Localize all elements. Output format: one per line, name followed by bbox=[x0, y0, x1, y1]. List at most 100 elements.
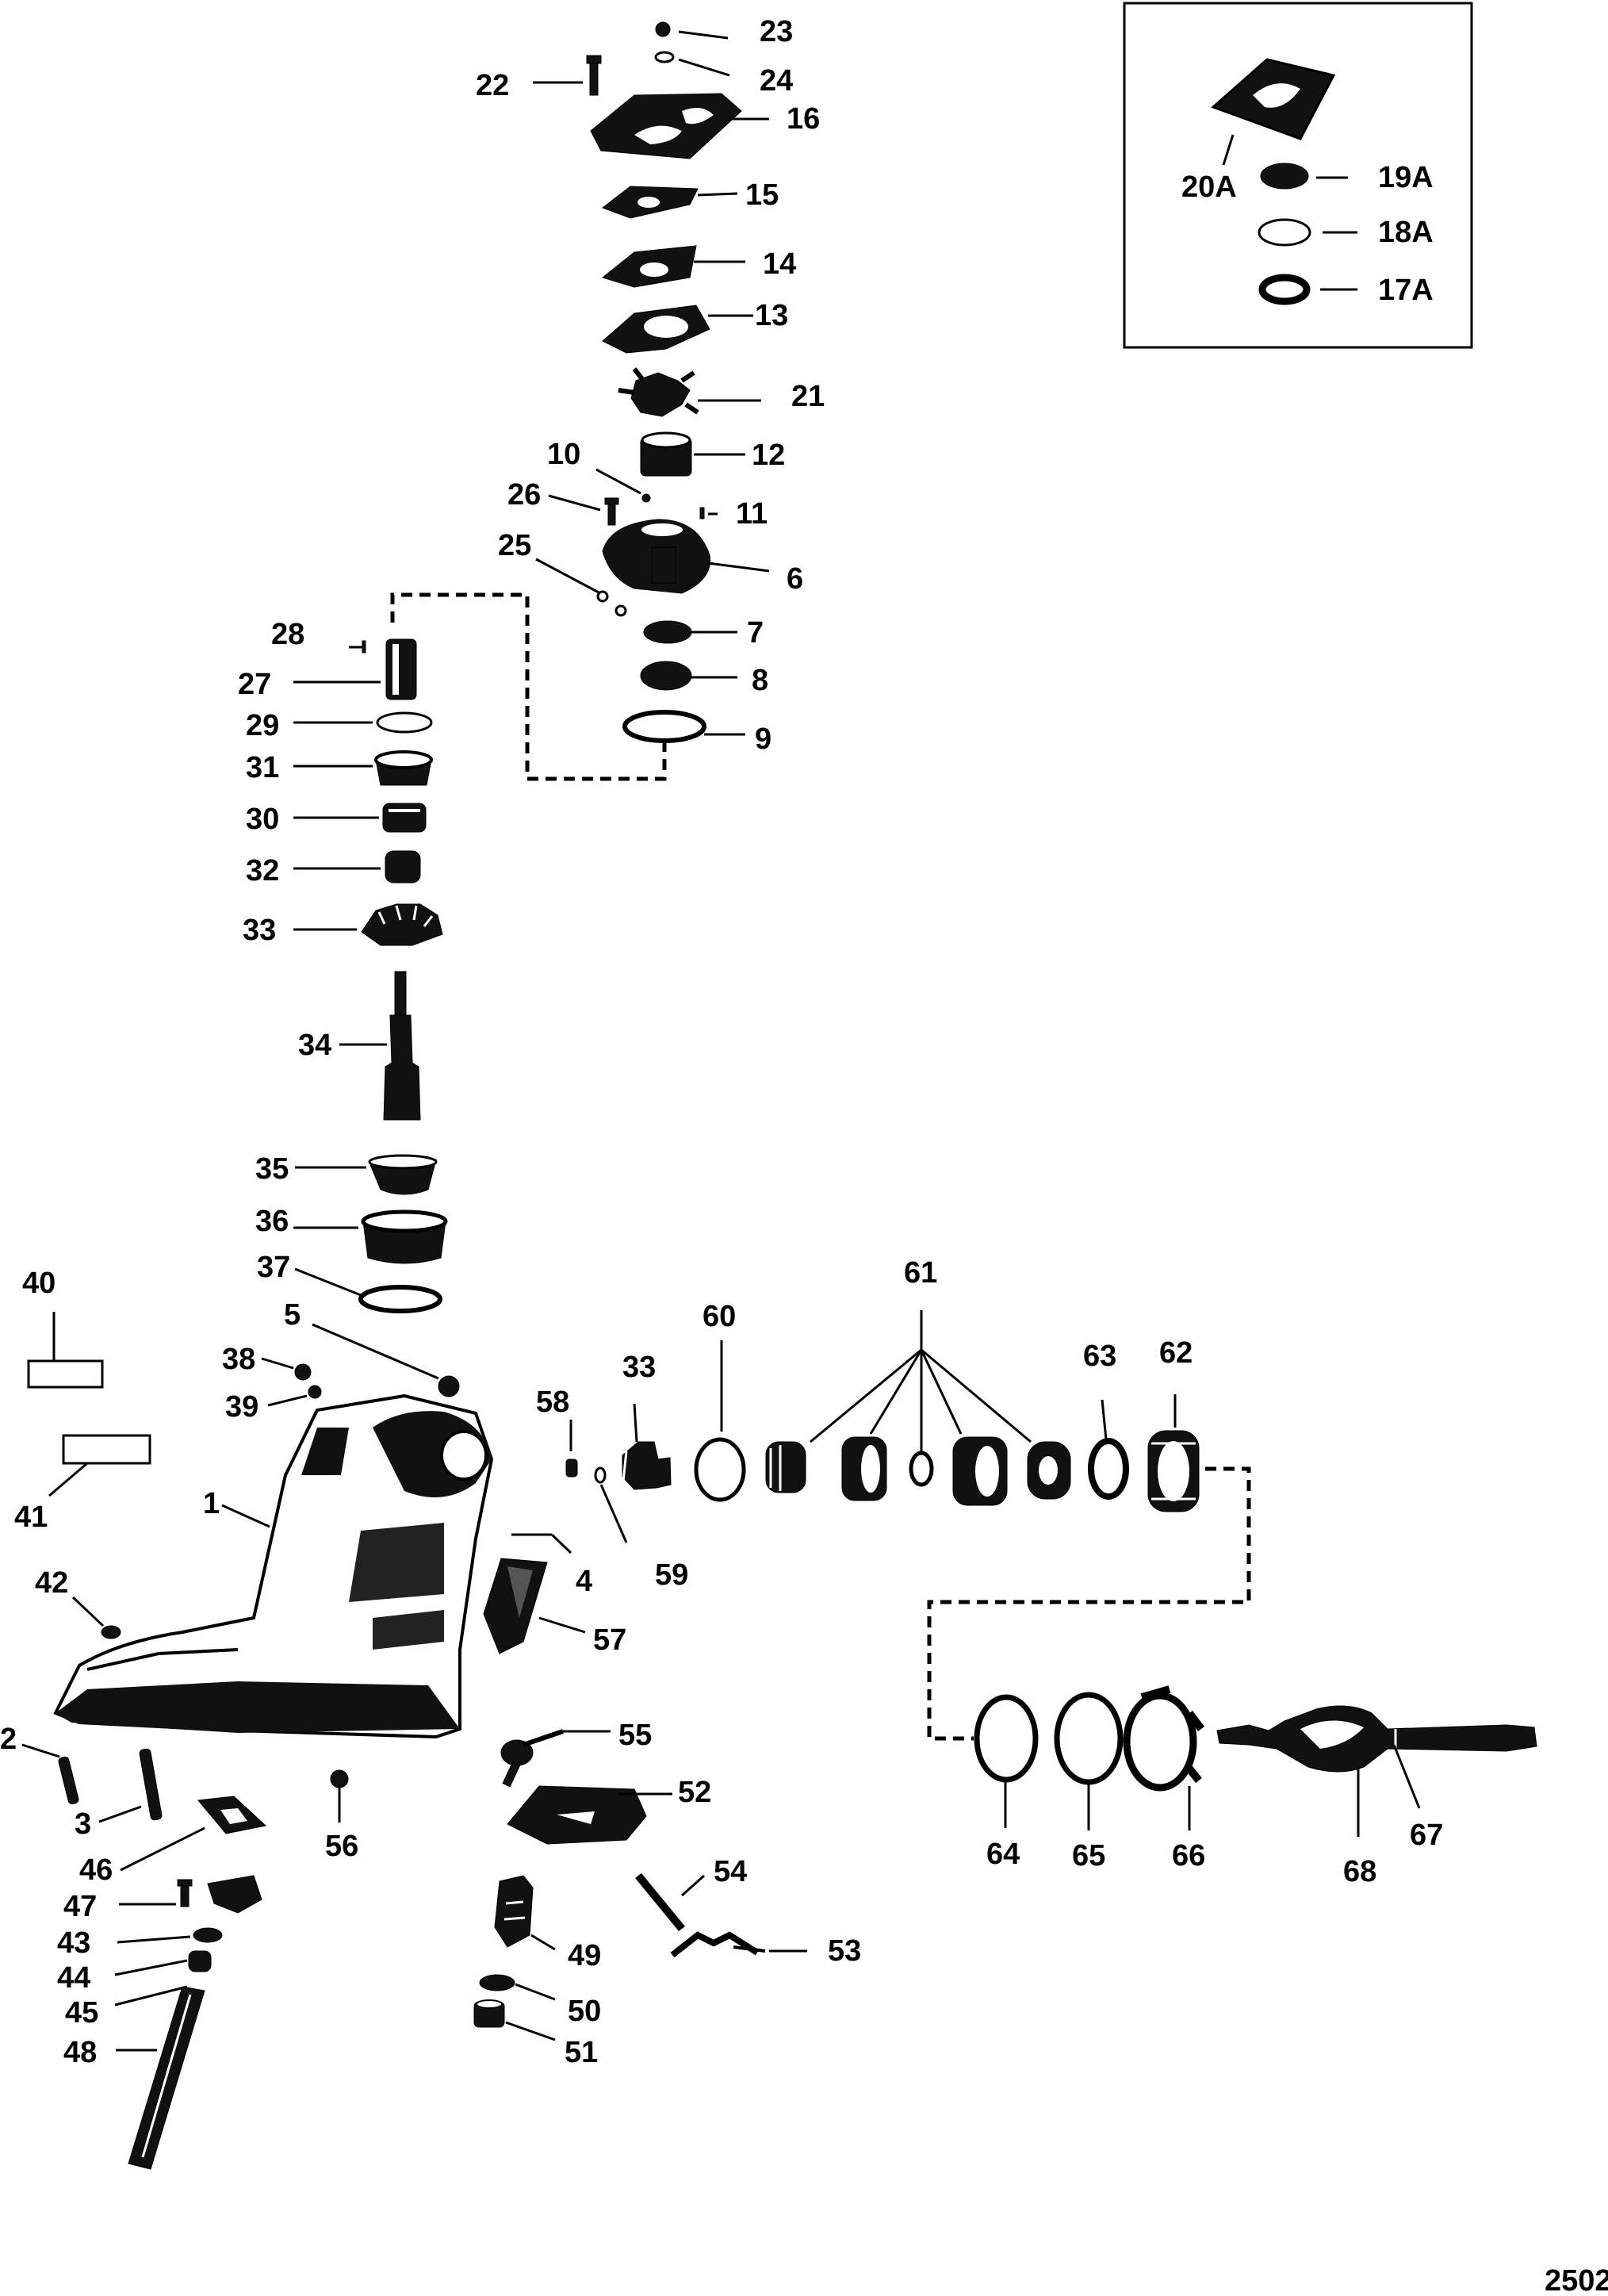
part-31-cup bbox=[374, 750, 433, 786]
part-37-o-ring bbox=[358, 1285, 442, 1313]
part-21-impeller bbox=[618, 367, 699, 417]
label-25: 25 bbox=[498, 529, 531, 562]
part-9-o-ring bbox=[622, 710, 706, 743]
part-11-key bbox=[699, 507, 705, 519]
part-46-gasket bbox=[197, 1796, 267, 1834]
label-8: 8 bbox=[752, 664, 768, 697]
part-5-plug bbox=[438, 1375, 460, 1397]
part-25-washer-b bbox=[614, 604, 627, 617]
part-20a-cover bbox=[1211, 58, 1336, 140]
part-8-carrier bbox=[640, 661, 692, 691]
label-58: 58 bbox=[536, 1386, 569, 1419]
inset-frame bbox=[1123, 2, 1473, 349]
label-29: 29 bbox=[246, 709, 279, 742]
label-1: 1 bbox=[203, 1487, 220, 1520]
part-18a-o-ring bbox=[1258, 218, 1311, 247]
figure-number: 2502 bbox=[1545, 2264, 1608, 2296]
part-16-pump-cover bbox=[590, 93, 742, 159]
part-61-bearing-cup bbox=[841, 1436, 887, 1501]
label-41: 41 bbox=[14, 1501, 48, 1534]
part-32-bearing bbox=[385, 850, 421, 884]
part-43-seal bbox=[193, 1927, 223, 1943]
label-56: 56 bbox=[325, 1830, 358, 1863]
label-52: 52 bbox=[678, 1776, 711, 1809]
part-25-washer-a bbox=[596, 590, 609, 603]
part-6-pump-base bbox=[602, 519, 711, 594]
part-39-washer bbox=[308, 1385, 322, 1399]
part-60-o-ring bbox=[694, 1437, 746, 1502]
label-26: 26 bbox=[507, 478, 541, 512]
label-49: 49 bbox=[568, 1939, 601, 1972]
label-67: 67 bbox=[1410, 1819, 1443, 1852]
label-50: 50 bbox=[568, 1995, 601, 2028]
label-61: 61 bbox=[904, 1256, 937, 1290]
part-61-gear bbox=[952, 1436, 1008, 1506]
label-27: 27 bbox=[238, 668, 271, 701]
part-56-plug bbox=[330, 1769, 349, 1788]
label-59: 59 bbox=[655, 1558, 688, 1592]
label-36: 36 bbox=[255, 1205, 289, 1238]
label-15: 15 bbox=[745, 178, 779, 212]
part-42-plug bbox=[101, 1625, 121, 1639]
part-7-seal bbox=[643, 620, 692, 644]
label-16: 16 bbox=[787, 102, 820, 136]
label-14: 14 bbox=[763, 247, 796, 281]
label-22: 22 bbox=[476, 69, 509, 102]
label-24: 24 bbox=[760, 64, 793, 98]
part-28-pin bbox=[362, 640, 366, 654]
part-15-plate bbox=[601, 186, 699, 219]
label-39: 39 bbox=[225, 1390, 258, 1424]
label-40: 40 bbox=[22, 1267, 56, 1300]
part-3-stud bbox=[139, 1748, 163, 1821]
label-17a: 17A bbox=[1378, 274, 1434, 307]
label-6: 6 bbox=[787, 562, 803, 596]
label-28: 28 bbox=[271, 618, 304, 651]
part-40-decal bbox=[27, 1359, 104, 1389]
part-36-bearing-cup bbox=[361, 1209, 448, 1264]
part-61-washer bbox=[909, 1451, 934, 1487]
part-49-shift-cam bbox=[494, 1875, 534, 1948]
label-51: 51 bbox=[565, 2036, 598, 2069]
part-61-bearing-cone bbox=[765, 1441, 806, 1493]
part-66-retainer-ring bbox=[1123, 1685, 1204, 1792]
part-47-screw bbox=[177, 1879, 193, 1907]
part-58-insert bbox=[565, 1458, 578, 1478]
connector-dashed-upper bbox=[390, 592, 667, 781]
part-29-o-ring bbox=[376, 711, 433, 734]
label-47: 47 bbox=[63, 1890, 97, 1923]
part-68-propeller-shaft bbox=[1216, 1705, 1537, 1773]
part-62-bearing-carrier bbox=[1147, 1430, 1200, 1512]
label-5: 5 bbox=[284, 1298, 301, 1332]
part-26-screw bbox=[604, 497, 619, 526]
label-32: 32 bbox=[246, 854, 279, 887]
label-19a: 19A bbox=[1378, 161, 1434, 194]
part-61-bearing bbox=[1027, 1441, 1071, 1500]
part-19a-seal bbox=[1260, 163, 1309, 190]
label-53: 53 bbox=[828, 1934, 861, 1968]
part-50-washer bbox=[479, 1974, 515, 1991]
label-34: 34 bbox=[298, 1029, 331, 1062]
part-17a-washer bbox=[1258, 274, 1311, 305]
label-9: 9 bbox=[755, 723, 771, 756]
part-24-washer bbox=[654, 51, 675, 63]
part-13-face-plate bbox=[602, 305, 710, 354]
part-30-bearing bbox=[382, 803, 427, 833]
label-33-upper: 33 bbox=[243, 914, 276, 947]
part-27-sleeve bbox=[385, 638, 417, 700]
label-68: 68 bbox=[1343, 1855, 1376, 1888]
label-3: 3 bbox=[75, 1807, 91, 1841]
part-38-screw bbox=[294, 1363, 312, 1381]
part-64-o-ring bbox=[974, 1694, 1039, 1783]
label-35: 35 bbox=[255, 1152, 289, 1186]
part-53-spring bbox=[670, 1931, 766, 1958]
label-46: 46 bbox=[79, 1853, 113, 1887]
part-1-gear-housing bbox=[53, 1393, 494, 1739]
label-48: 48 bbox=[63, 2036, 97, 2069]
part-22-bolt bbox=[586, 55, 602, 96]
part-33-gear-lower bbox=[622, 1441, 672, 1490]
part-52-bracket bbox=[507, 1785, 647, 1845]
label-42: 42 bbox=[35, 1566, 68, 1600]
part-10-pin bbox=[641, 493, 651, 503]
part-63-seal bbox=[1088, 1438, 1129, 1500]
